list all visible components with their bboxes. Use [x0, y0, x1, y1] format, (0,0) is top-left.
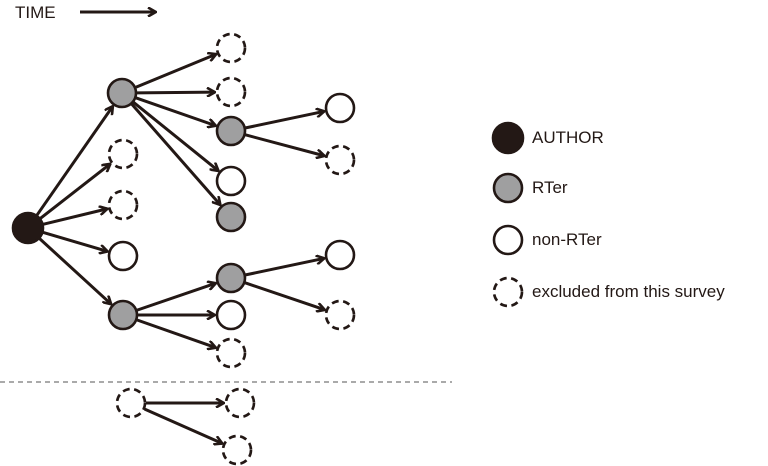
retweet-arrow: [35, 106, 113, 217]
excluded-node: [107, 138, 139, 170]
excluded-node: [224, 387, 256, 419]
rter-node: [215, 115, 247, 147]
retweet-arrow: [245, 111, 325, 130]
rter-node: [215, 201, 247, 233]
excluded-node: [215, 76, 247, 108]
retweet-arrow: [135, 96, 216, 126]
legend-excluded-icon: [492, 276, 524, 308]
retweet-arrow: [144, 407, 223, 443]
retweet-arrow: [245, 133, 324, 156]
legend-rter-icon: [492, 172, 524, 204]
nonrter-node: [215, 165, 247, 197]
excluded-node: [115, 387, 147, 419]
legend-author-icon: [491, 121, 525, 155]
retweet-arrow: [38, 237, 111, 304]
legend-excluded-label: excluded from this survey: [532, 282, 725, 301]
rter-node: [107, 299, 139, 331]
time-label: TIME: [15, 3, 56, 22]
legend-rter-label: RTer: [532, 178, 568, 197]
excluded-node: [324, 144, 356, 176]
retweet-arrow: [244, 281, 325, 310]
retweet-arrow: [245, 258, 325, 277]
legend-author-label: AUTHOR: [532, 128, 604, 147]
rter-node: [106, 77, 138, 109]
retweet-arrow: [42, 209, 108, 226]
nonrter-node: [324, 239, 356, 271]
retweet-arrow: [41, 230, 107, 251]
retweet-arrow: [130, 103, 221, 205]
retweet-arrow: [135, 54, 216, 89]
retweet-arrow: [136, 92, 215, 93]
legend-nonrter-label: non-RTer: [532, 230, 602, 249]
nonrter-node: [324, 92, 356, 124]
excluded-node: [324, 299, 356, 331]
excluded-node: [215, 337, 247, 369]
rter-node: [215, 262, 247, 294]
excluded-node: [215, 32, 247, 64]
retweet-arrow: [38, 164, 111, 220]
author-node: [11, 211, 45, 245]
nonrter-node: [215, 299, 247, 331]
excluded-node: [221, 434, 253, 466]
retweet-arrow: [136, 318, 216, 348]
legend-nonrter-icon: [492, 224, 524, 256]
nonrter-node: [107, 240, 139, 272]
retweet-arrow: [132, 101, 219, 171]
excluded-node: [107, 189, 139, 221]
retweet-arrow: [136, 283, 216, 312]
